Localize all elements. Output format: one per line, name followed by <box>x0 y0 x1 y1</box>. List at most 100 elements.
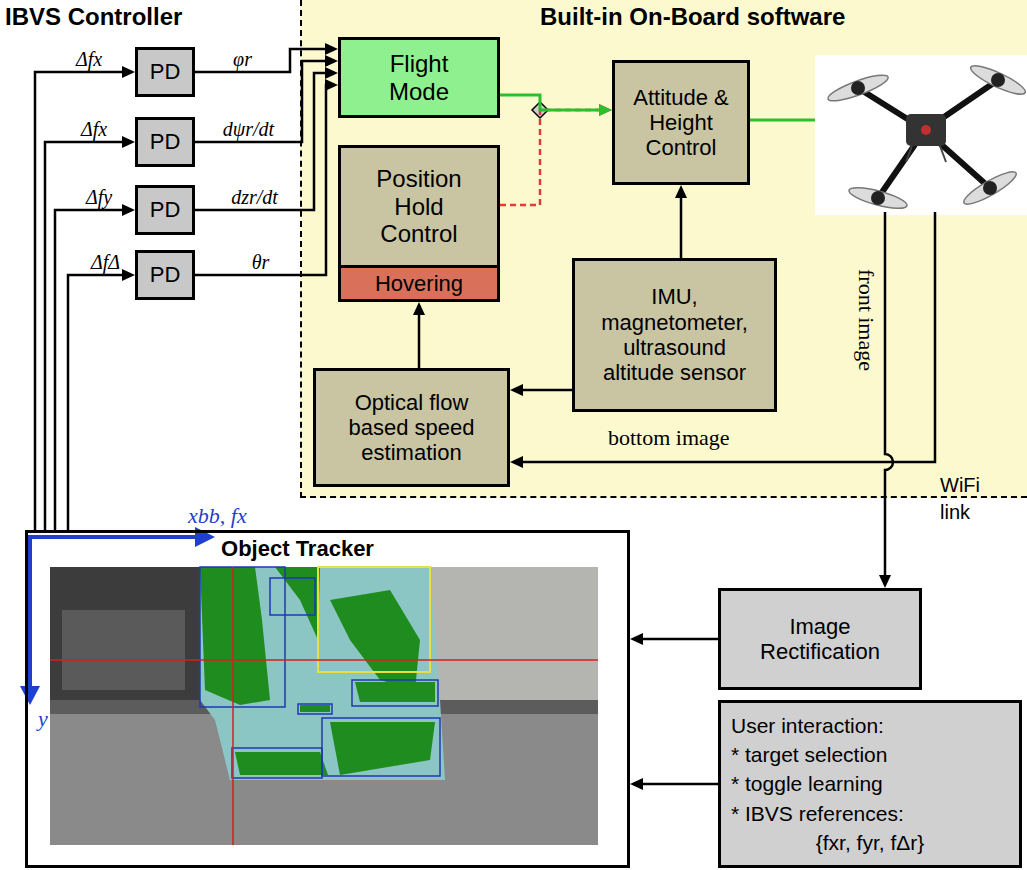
drone-photo <box>906 146 912 162</box>
drone-photo <box>826 70 891 105</box>
box-label: PD <box>138 129 192 154</box>
drone-photo <box>847 183 909 212</box>
box-label: PD <box>138 197 192 222</box>
connector <box>500 104 612 205</box>
arrow-head <box>325 55 338 67</box>
connector-line <box>55 210 124 530</box>
connector-line <box>500 110 601 205</box>
connector <box>630 633 718 645</box>
connector-line <box>641 783 718 786</box>
signal-label: Δfx <box>81 118 107 140</box>
arrow-head <box>630 633 643 645</box>
connector-line <box>68 275 124 530</box>
connector <box>630 778 718 790</box>
arrow-head <box>122 136 135 148</box>
drone-photo <box>921 125 931 135</box>
camera-image <box>200 567 440 778</box>
label-holder: φr <box>233 48 252 70</box>
connector <box>45 136 135 530</box>
list-line: * toggle learning <box>731 769 1009 798</box>
label-holder: θr <box>252 251 270 273</box>
box-label: Optical flow based speed estimation <box>338 390 485 466</box>
camera-image <box>235 752 328 775</box>
camera-image <box>330 590 420 690</box>
connector <box>195 55 338 142</box>
label-holder: dzr/dt <box>231 186 278 208</box>
box-label: IMU, magnetometer, ultrasound altitude s… <box>595 284 754 385</box>
signal-label: φr <box>233 48 252 70</box>
signal-label: θr <box>252 251 270 273</box>
connector-line <box>680 196 683 258</box>
connector <box>195 67 338 210</box>
pd-block: PD <box>135 47 195 97</box>
link-label: WiFi link <box>940 472 1012 526</box>
strip-label: Hovering <box>341 268 497 299</box>
camera-image <box>300 705 330 712</box>
connector <box>195 43 338 72</box>
camera-image <box>50 567 598 845</box>
arrow-head <box>122 204 135 216</box>
signal-label: ΔfΔ <box>91 251 120 273</box>
box-label: Position Hold Control <box>361 165 477 248</box>
label-holder: y <box>38 706 48 732</box>
arrow-head <box>122 269 135 281</box>
region-title: Built-in On-Board software <box>540 0 1027 31</box>
signal-label: bottom image <box>608 425 730 451</box>
drone-photo <box>983 181 997 195</box>
camera-image <box>200 567 445 780</box>
mode-strip: Hovering <box>341 265 497 299</box>
drone-photo <box>906 114 946 146</box>
drone-photo <box>858 80 998 198</box>
control-box: Attitude & Height Control <box>612 60 750 185</box>
signal-wire <box>510 120 935 588</box>
signal-wire <box>750 119 815 122</box>
signal-wire <box>879 575 891 588</box>
connector-line <box>45 142 124 530</box>
arrow-head <box>630 778 643 790</box>
pd-block: PD <box>135 250 195 300</box>
signal-label: dzr/dt <box>231 186 278 208</box>
connector <box>35 66 135 530</box>
camera-image <box>318 567 430 672</box>
axis-label: y <box>38 706 48 732</box>
camera-image <box>50 567 598 845</box>
arrow-head <box>510 384 523 396</box>
camera-image <box>200 567 285 707</box>
label-holder: ΔfΔ <box>91 251 120 273</box>
box-label: Image Rectification <box>751 614 889 665</box>
image-axes <box>20 686 40 705</box>
drone-photo <box>815 55 1027 215</box>
drone-photo <box>961 167 1020 209</box>
arrow-head <box>325 43 338 55</box>
camera-image <box>322 718 440 776</box>
arrow-head <box>675 185 687 198</box>
drone-photo <box>968 61 1027 99</box>
axis-label: xbb, fx <box>188 503 247 529</box>
drone-photo <box>815 55 1027 215</box>
label-holder: Δfx <box>76 48 102 70</box>
camera-image <box>200 567 435 775</box>
connector-line <box>195 73 327 210</box>
list-line: User interaction: <box>731 711 1009 740</box>
label-holder: front image <box>853 269 879 371</box>
drone-photo <box>851 73 1005 205</box>
connector <box>68 269 135 530</box>
sensor-box: IMU, magnetometer, ultrasound altitude s… <box>572 258 777 412</box>
drone-photo <box>851 81 865 95</box>
panel-title: Object Tracker <box>28 533 627 562</box>
pd-block: PD <box>135 117 195 167</box>
camera-image <box>50 567 598 845</box>
drone-photo <box>871 191 885 205</box>
connector <box>55 204 135 530</box>
connector-line <box>418 313 421 368</box>
camera-image <box>270 578 315 615</box>
label-holder: WiFi link <box>940 472 1012 526</box>
camera-image <box>330 722 435 775</box>
arrow-head <box>325 67 338 79</box>
signal-label: Δfx <box>76 48 102 70</box>
label-holder: bottom image <box>608 425 730 451</box>
camera-image <box>298 704 332 714</box>
signal-wire <box>885 212 893 576</box>
mode-box: Flight Mode <box>338 37 500 118</box>
process-box: Image Rectification <box>718 588 922 690</box>
